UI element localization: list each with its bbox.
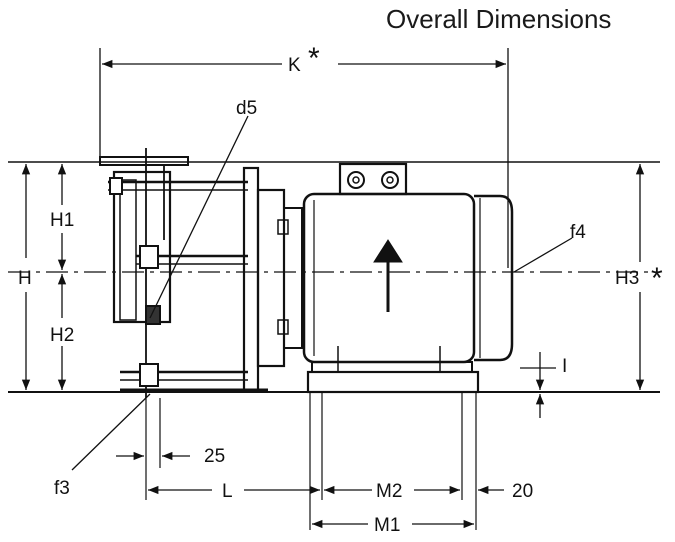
bottom-extension-lines [145, 392, 477, 530]
pump-body [99, 148, 303, 398]
label-25: 25 [204, 446, 225, 467]
dimension-i [520, 352, 556, 418]
label-d5: d5 [236, 98, 257, 119]
label-h3: H3 [615, 268, 639, 289]
label-h3-star: * [651, 262, 663, 295]
label-h1: H1 [50, 210, 74, 231]
leader-f4 [513, 237, 573, 273]
dimension-h [21, 164, 67, 390]
label-20: 20 [512, 481, 533, 502]
drawing-title: Overall Dimensions [386, 4, 612, 34]
label-h: H [18, 268, 32, 289]
leader-f3 [71, 393, 151, 471]
leader-d5 [149, 115, 249, 319]
label-f4: f4 [570, 222, 586, 243]
label-k: K [288, 55, 301, 76]
label-l: L [222, 481, 233, 502]
label-m1: M1 [374, 515, 400, 536]
label-h2: H2 [50, 325, 74, 346]
label-i: I [562, 356, 567, 377]
label-f3: f3 [54, 478, 70, 499]
motor-body [302, 162, 514, 394]
label-m2: M2 [376, 481, 402, 502]
label-k-star: * [308, 42, 320, 75]
dimension-k [99, 48, 509, 268]
